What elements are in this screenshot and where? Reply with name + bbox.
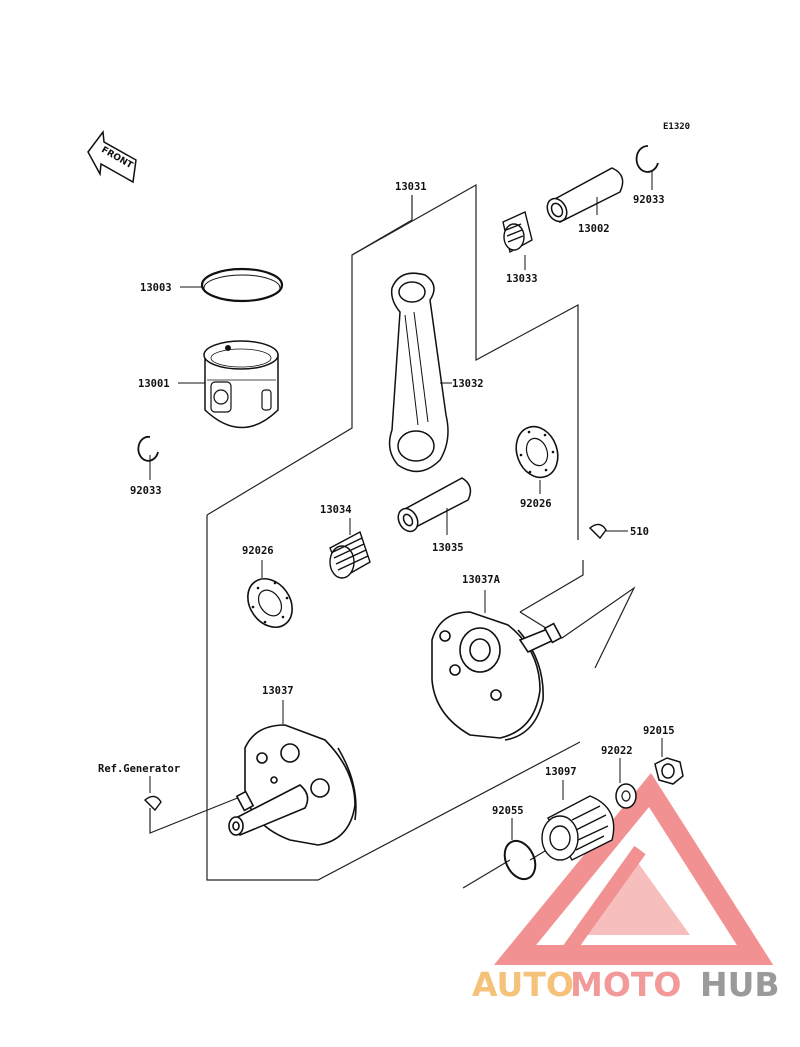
part-label-13002: 13002	[578, 223, 610, 235]
part-label-13003: 13003	[140, 282, 172, 294]
part-label-510: 510	[630, 526, 649, 538]
crank-flywheel-right-icon	[431, 611, 563, 741]
o-ring-icon	[503, 839, 537, 881]
gear-icon	[541, 795, 615, 861]
nut-icon	[654, 757, 684, 785]
watermark-logo-icon	[493, 772, 774, 965]
thrust-washer-icon	[247, 578, 293, 628]
crank-flywheel-left-icon	[228, 724, 357, 846]
part-label-92026-left: 92026	[242, 545, 274, 557]
needle-bearing-icon	[502, 211, 533, 254]
crank-pin-icon	[397, 477, 472, 533]
part-label-92055: 92055	[492, 805, 524, 817]
woodruff-key-icon	[143, 795, 162, 812]
part-label-13001: 13001	[138, 378, 170, 390]
ref-generator-label: Ref.Generator	[98, 763, 180, 775]
washer-icon	[615, 783, 637, 809]
woodruff-key-icon	[588, 523, 607, 540]
part-label-92015: 92015	[643, 725, 675, 737]
part-label-92022: 92022	[601, 745, 633, 757]
part-label-13032: 13032	[452, 378, 484, 390]
part-label-92033-right: 92033	[633, 194, 665, 206]
watermark-text: AUTO MOTO HUB	[472, 965, 780, 1004]
part-label-13031: 13031	[395, 181, 427, 193]
front-arrow-icon: FRONT	[87, 130, 137, 184]
piston-ring-icon	[200, 267, 284, 303]
part-label-13097: 13097	[545, 766, 577, 778]
watermark-part3: HUB	[700, 965, 780, 1004]
watermark-part1: AUTO	[472, 965, 574, 1004]
part-label-13037A: 13037A	[462, 574, 501, 586]
diagram-code: E1320	[663, 122, 690, 132]
part-label-13037: 13037	[262, 685, 294, 697]
circlip-icon	[137, 435, 159, 462]
part-label-92033-left: 92033	[130, 485, 162, 497]
part-label-92026-right: 92026	[520, 498, 552, 510]
circlip-icon	[635, 145, 659, 173]
piston-icon	[203, 340, 279, 429]
part-label-13033: 13033	[506, 273, 538, 285]
piston-pin-icon	[546, 167, 624, 224]
thrust-washer-icon	[515, 425, 559, 479]
needle-bearing-icon	[329, 530, 371, 580]
watermark-part2: MOTO	[570, 965, 681, 1004]
connecting-rod-icon	[388, 272, 449, 473]
part-label-13035: 13035	[432, 542, 464, 554]
part-label-13034: 13034	[320, 504, 352, 516]
